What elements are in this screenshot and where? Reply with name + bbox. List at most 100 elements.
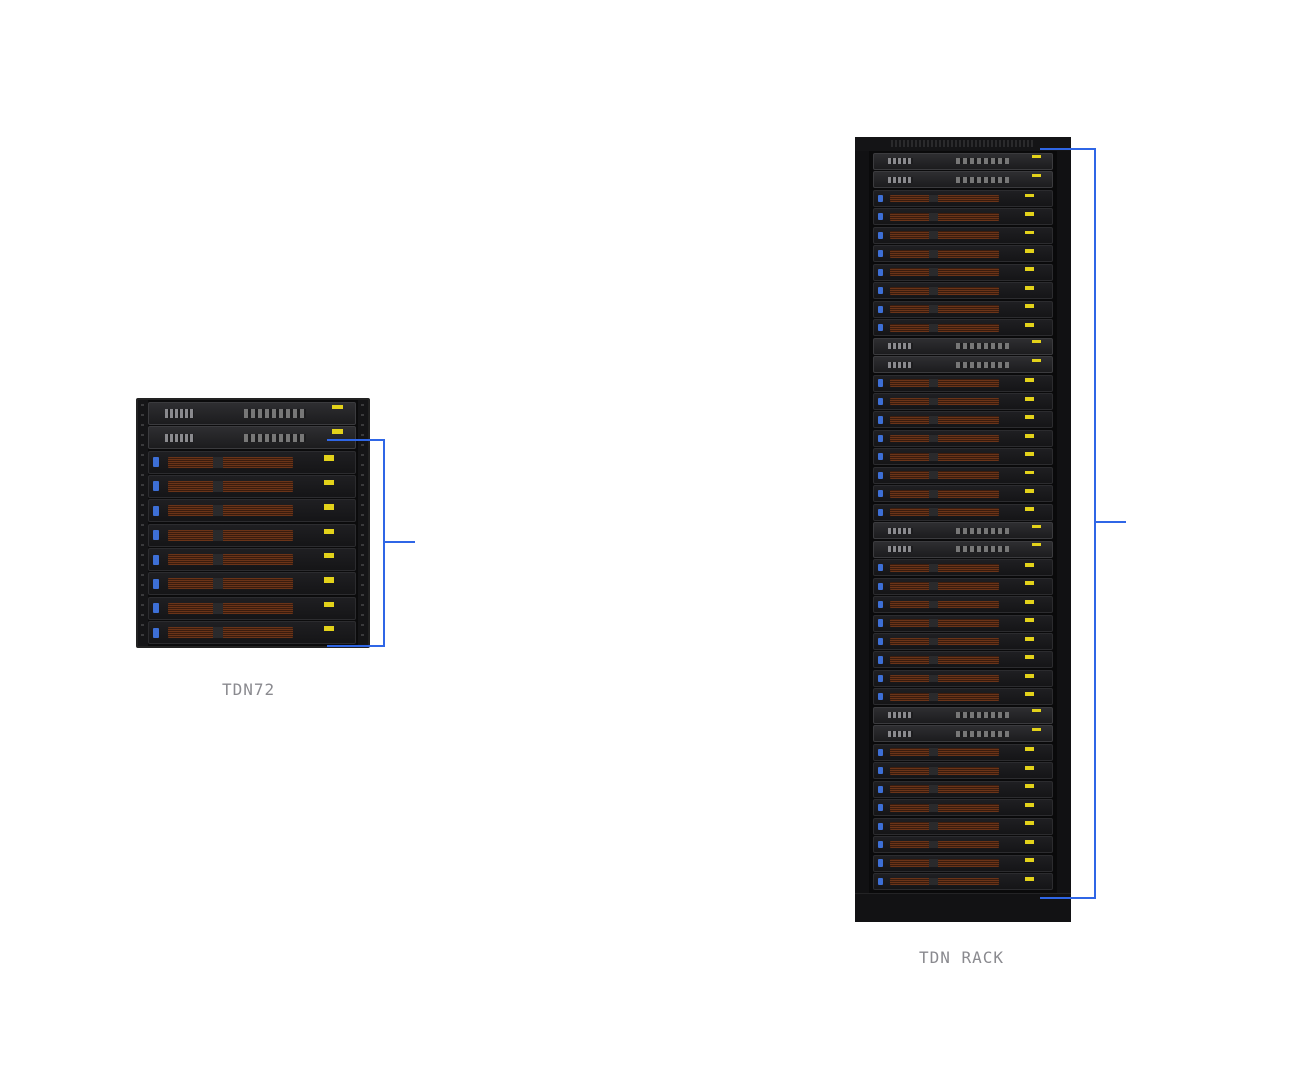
compute-sled [148, 548, 356, 571]
status-indicator-icon [1025, 747, 1035, 752]
compute-sled [873, 762, 1053, 780]
status-indicator-icon [1032, 543, 1042, 547]
compute-sled [148, 450, 356, 474]
status-indicator-icon [1025, 378, 1035, 383]
status-indicator-icon [1025, 858, 1035, 863]
compute-sled [873, 873, 1053, 890]
status-indicator-icon [1025, 765, 1035, 770]
compute-sled [873, 466, 1053, 484]
status-indicator-icon [1025, 599, 1035, 604]
status-indicator-icon [1025, 673, 1035, 678]
status-indicator-icon [1025, 581, 1035, 586]
status-indicator-icon [332, 405, 343, 410]
status-indicator-icon [1025, 322, 1035, 327]
switch-module [873, 337, 1053, 355]
rack-rail-right [1057, 151, 1071, 894]
compute-sled [873, 596, 1053, 614]
status-indicator-icon [1032, 340, 1042, 344]
rack-rail-right [358, 400, 368, 646]
status-indicator-icon [1025, 415, 1035, 420]
status-indicator-icon [324, 455, 335, 461]
compute-sled [873, 780, 1053, 798]
status-indicator-icon [324, 577, 335, 583]
compute-sled [873, 503, 1053, 521]
compute-sled [873, 429, 1053, 447]
status-indicator-icon [1025, 802, 1035, 807]
status-indicator-icon [332, 429, 343, 434]
status-indicator-icon [1025, 618, 1035, 623]
tdn-rack-image [855, 137, 1071, 922]
status-indicator-icon [324, 625, 335, 632]
compute-sled [873, 854, 1053, 872]
compute-sled [873, 669, 1053, 687]
switch-module [873, 540, 1053, 558]
compute-sled [873, 836, 1053, 854]
compute-sled [873, 743, 1053, 761]
status-indicator-icon [1025, 507, 1035, 512]
compute-sled [148, 621, 356, 644]
tdn-rack-bracket [1040, 148, 1096, 899]
status-indicator-icon [1025, 876, 1035, 881]
status-indicator-icon [1025, 267, 1035, 272]
compute-sled [873, 688, 1053, 706]
tdn72-bracket-stem [384, 541, 415, 543]
compute-sled [873, 559, 1053, 577]
compute-sled [873, 300, 1053, 318]
status-indicator-icon [1032, 709, 1042, 713]
status-indicator-icon [324, 552, 335, 559]
rack-base [855, 893, 1071, 922]
tdn-rack-bracket-stem [1095, 521, 1126, 523]
compute-sled [873, 226, 1053, 244]
status-indicator-icon [1025, 562, 1035, 567]
tdn72-caption: TDN72 [222, 680, 276, 699]
compute-sled [148, 596, 356, 620]
status-indicator-icon [1032, 358, 1042, 362]
status-indicator-icon [1032, 727, 1042, 731]
compute-sled [873, 485, 1053, 503]
status-indicator-icon [1032, 155, 1042, 159]
status-indicator-icon [1025, 655, 1035, 660]
compute-sled [148, 523, 356, 547]
status-indicator-icon [324, 479, 335, 486]
switch-module [873, 171, 1053, 189]
compute-sled [148, 499, 356, 523]
status-indicator-icon [1025, 784, 1035, 789]
switch-module [873, 522, 1053, 540]
status-indicator-icon [324, 528, 335, 534]
switch-module [148, 402, 356, 425]
compute-sled [873, 374, 1053, 392]
compute-sled [873, 614, 1053, 632]
status-indicator-icon [1025, 470, 1035, 475]
status-indicator-icon [1025, 692, 1035, 696]
status-indicator-icon [1025, 821, 1035, 826]
compute-sled [873, 282, 1053, 300]
compute-sled [873, 633, 1053, 650]
status-indicator-icon [1032, 524, 1042, 528]
rack-top-vent [855, 137, 1071, 151]
rack-rail-left [138, 400, 148, 646]
status-indicator-icon [1025, 285, 1035, 290]
status-indicator-icon [1025, 396, 1035, 401]
rack-rail-left [855, 151, 869, 894]
compute-sled [148, 475, 356, 498]
compute-sled [873, 448, 1053, 466]
status-indicator-icon [1025, 636, 1035, 641]
compute-sled [873, 393, 1053, 410]
status-indicator-icon [1032, 173, 1042, 177]
status-indicator-icon [1025, 249, 1035, 253]
status-indicator-icon [1025, 230, 1035, 235]
status-indicator-icon [1025, 304, 1035, 309]
compute-sled [873, 319, 1053, 337]
switch-module [873, 153, 1053, 170]
compute-sled [873, 208, 1053, 226]
switch-module [873, 706, 1053, 724]
tdn72-module-stack [148, 402, 356, 644]
status-indicator-icon [324, 504, 335, 510]
compute-sled [873, 651, 1053, 669]
status-indicator-icon [1025, 452, 1035, 456]
compute-sled [873, 411, 1053, 429]
tdn-rack-caption: TDN RACK [919, 948, 1005, 967]
compute-sled [148, 572, 356, 596]
compute-sled [873, 263, 1053, 281]
compute-sled [873, 245, 1053, 263]
